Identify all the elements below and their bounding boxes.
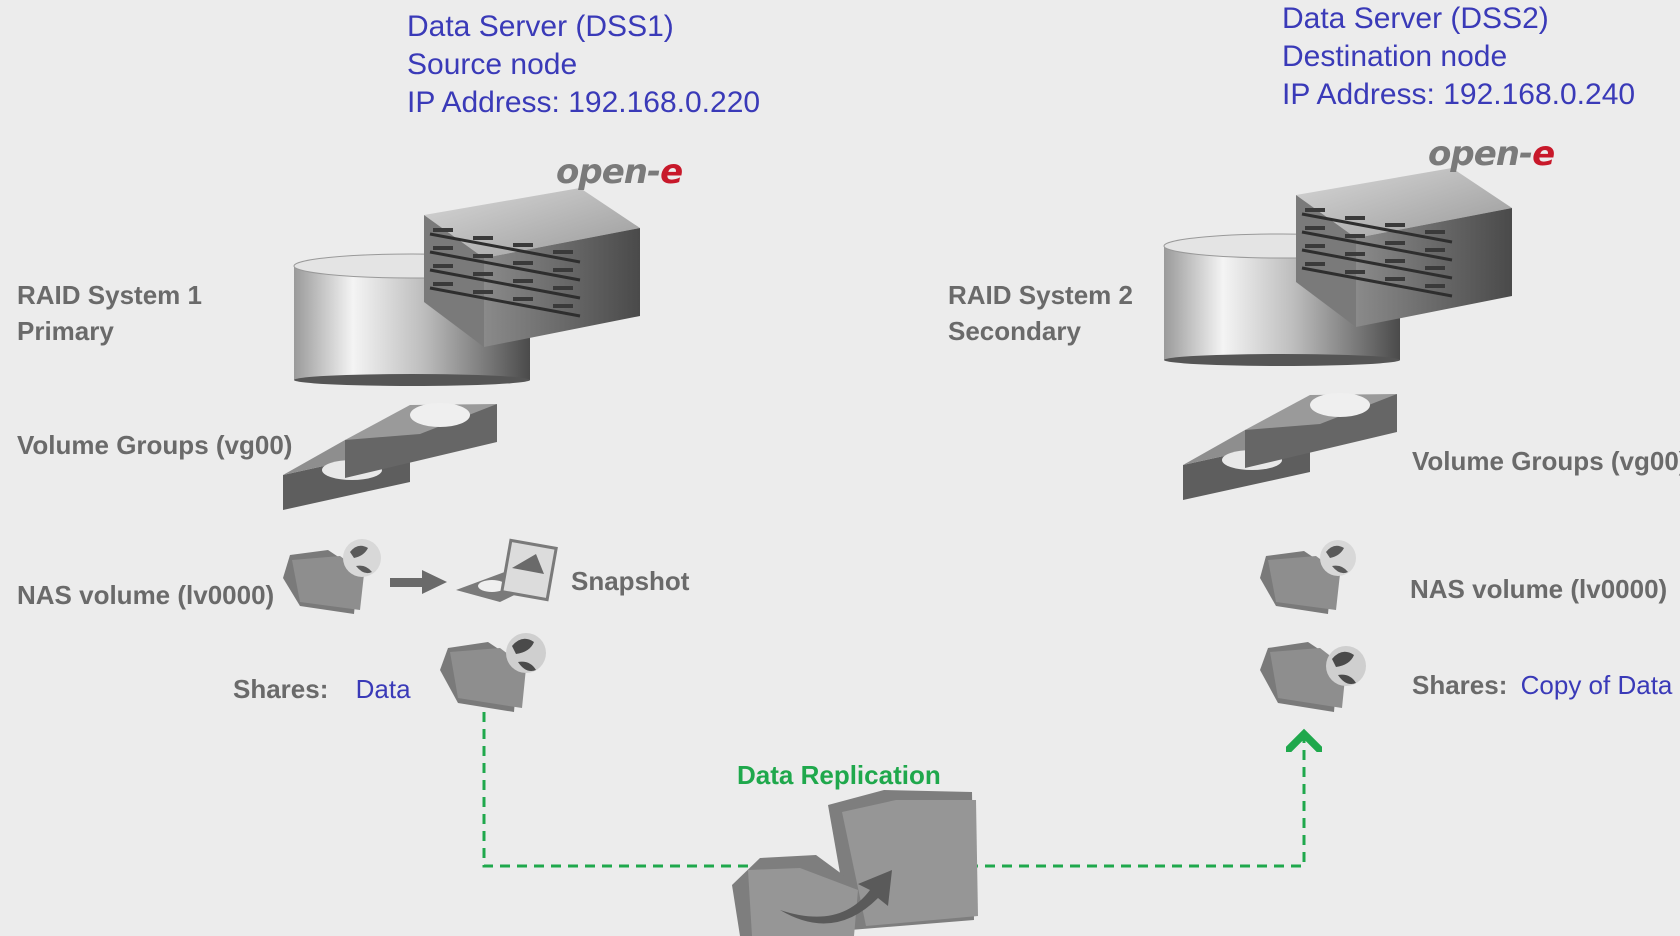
raid-system-1-label: RAID System 1 xyxy=(17,280,202,310)
shares-left-value: Data xyxy=(355,674,411,704)
folders-replication-icon xyxy=(732,790,978,936)
snapshot-label: Snapshot xyxy=(571,566,690,596)
brand-logo-text: open- xyxy=(1428,134,1533,174)
destination-server-name: Data Server (DSS2) xyxy=(1282,2,1549,35)
replication-path xyxy=(482,712,1304,868)
brand-logo-e: e xyxy=(1532,134,1555,174)
snapshot-icon xyxy=(456,538,558,602)
brand-logo: open-e xyxy=(1428,134,1555,174)
network-folder-icon xyxy=(1260,540,1356,614)
arrow-right-icon xyxy=(390,570,447,594)
network-folder-icon xyxy=(1260,642,1366,712)
shares-left-label: Shares: xyxy=(233,674,329,704)
data-replication-label: Data Replication xyxy=(737,760,941,790)
shares-right: Shares: Copy of Data xyxy=(1412,670,1672,701)
shares-right-value: Copy of Data xyxy=(1520,670,1673,700)
nas-volume-right-label: NAS volume (lv0000) xyxy=(1410,574,1668,604)
server-icon xyxy=(424,188,640,347)
volume-groups-left-label: Volume Groups (vg00) xyxy=(17,430,293,460)
raid-system-2-label: RAID System 2 xyxy=(948,280,1133,310)
source-server-name: Data Server (DSS1) xyxy=(407,10,674,43)
brand-logo: open-e xyxy=(556,152,683,192)
hard-drive-icon xyxy=(283,403,497,510)
brand-logo-text: open- xyxy=(556,152,661,192)
shares-left: Shares: Data xyxy=(233,674,411,705)
destination-ip-address: IP Address: 192.168.0.240 xyxy=(1282,78,1636,111)
brand-logo-e: e xyxy=(660,152,683,192)
network-folder-icon xyxy=(283,539,381,614)
server-icon xyxy=(1296,168,1512,327)
raid-system-1-role: Primary xyxy=(17,316,114,346)
source-ip-address: IP Address: 192.168.0.220 xyxy=(407,86,761,119)
shares-right-label: Shares: xyxy=(1412,670,1508,700)
volume-groups-right-label: Volume Groups (vg00) xyxy=(1412,446,1680,476)
source-node-role: Source node xyxy=(407,48,578,81)
destination-node-role: Destination node xyxy=(1282,40,1508,73)
network-folder-icon xyxy=(440,633,546,712)
raid-system-2-role: Secondary xyxy=(948,316,1081,346)
nas-volume-left-label: NAS volume (lv0000) xyxy=(17,580,275,610)
hard-drive-icon xyxy=(1183,393,1397,500)
